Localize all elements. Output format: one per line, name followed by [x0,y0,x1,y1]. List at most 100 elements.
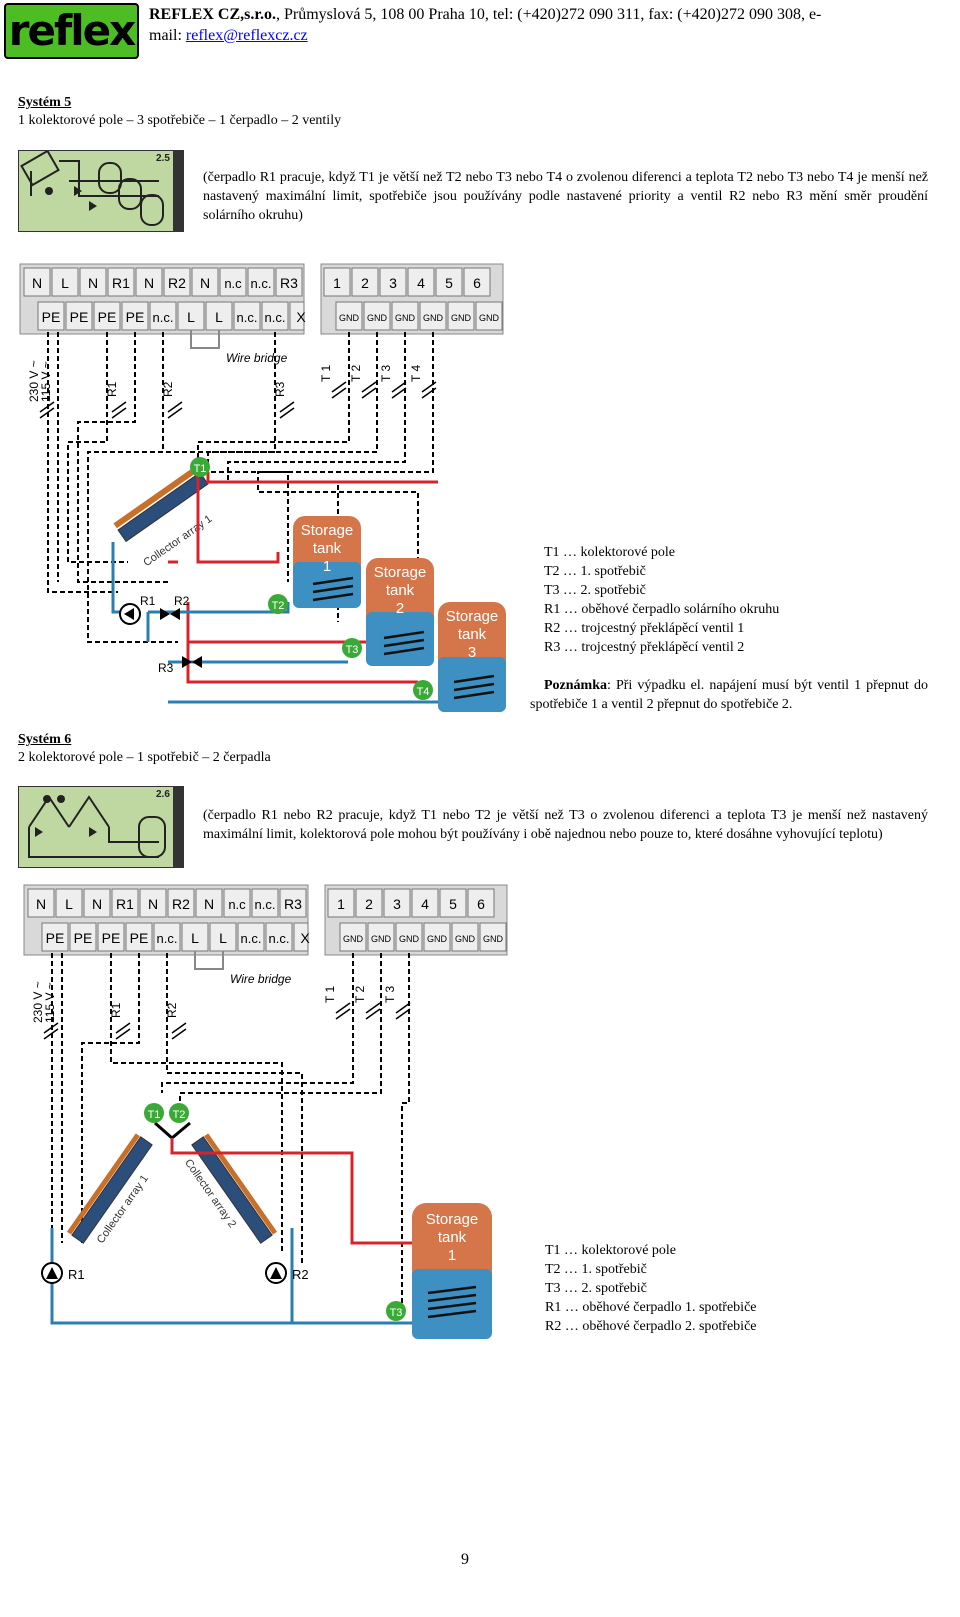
terminal-label: PE [42,309,61,325]
system6-sensor-label: T 1 [323,986,337,1003]
system6-lcd-schematic: 2.6 [28,787,183,867]
legend-item: T3 … 2. spotřebič [544,583,646,598]
system5-subtitle: 1 kolektorové pole – 3 spotřebiče – 1 če… [18,113,342,128]
terminal-label: L [65,896,73,912]
system5-wiring-diagram: N L N R1 N R2 N n.c n.c. R3 PE PE PE PE … [19,263,506,712]
terminal-label: X [296,309,306,325]
system6-relay-label: R1 [109,1002,123,1018]
terminal-label: L [61,275,69,291]
system5-valve-r2-icon [160,608,180,620]
terminal-label: n.c. [157,931,178,946]
system6-pump-r1-label: R1 [68,1267,85,1282]
system6-relay-label: R2 [165,1002,179,1018]
tank-text: Storage [374,564,427,581]
terminal-label: GND [395,313,416,323]
system5-sensor-label: T 1 [319,365,333,382]
terminal-label: 6 [477,896,485,912]
system5-sensor-label: T 2 [349,365,363,382]
terminal-label: 1 [333,275,341,291]
terminal-label: L [187,309,195,325]
terminal-label: 3 [393,896,401,912]
terminal-label: N [36,896,46,912]
terminal-label: n.c. [255,897,276,912]
system5-sensor-label: T 3 [379,365,393,382]
page-number: 9 [461,1551,469,1568]
system5-sensor-t2: T2 [272,600,285,612]
legend-item: T2 … 1. spotřebič [544,564,646,579]
system6-sensor-t1: T1 [148,1109,161,1121]
system5-note: Poznámka: Při výpadku el. napájení musí … [530,676,928,714]
terminal-label: GND [343,934,364,944]
terminal-label: n.c. [269,931,290,946]
terminal-label: PE [70,309,89,325]
terminal-label: R3 [280,275,298,291]
terminal-label: PE [98,309,117,325]
terminal-label: GND [367,313,388,323]
terminal-label: L [215,309,223,325]
tank-text: tank [313,540,342,557]
terminal-label: R1 [112,275,130,291]
terminal-label: N [88,275,98,291]
terminal-label: PE [126,309,145,325]
system5-voltage-230: 230 V ~ [27,360,41,402]
terminal-label: GND [423,313,444,323]
system6-sensor-terminals: 1 2 3 4 5 6 [327,888,495,918]
terminal-label: N [32,275,42,291]
logo-text: reflex [8,6,136,55]
system5-gnd-terminals: GND GND GND GND GND GND [335,301,503,331]
note-label: Poznámka [544,678,607,693]
terminal-label: PE [102,930,121,946]
system5-pump-label: R1 [140,594,156,608]
terminal-label: n.c. [241,931,262,946]
system6-storage-tank-1: Storage tank 1 [412,1203,492,1339]
legend-item: R3 … trojcestný překlápěcí ventil 2 [544,640,745,655]
system5-wire-bridge-label: Wire bridge [226,351,288,365]
terminal-label: 3 [389,275,397,291]
legend-item: T1 … kolektorové pole [545,1243,677,1258]
tank-text: 1 [323,558,331,575]
terminal-label: PE [74,930,93,946]
terminal-label: PE [130,930,149,946]
tank-text: 3 [468,644,476,661]
mail-prefix: mail: [149,27,186,44]
system5-top-terminals: N L N R1 N R2 N n.c n.c. R3 [23,267,303,297]
system6-wiring-diagram: N L N R1 N R2 N n.c n.c. R3 PE PE PE PE … [23,884,508,1339]
terminal-label: R2 [172,896,190,912]
system6-lcd-thumbnail: 2.6 [18,786,184,868]
terminal-label: 5 [445,275,453,291]
terminal-label: 4 [417,275,425,291]
terminal-label: n.c. [251,276,272,291]
terminal-label: 4 [421,896,429,912]
system5-sensor-t4: T4 [417,686,430,698]
system5-description: (čerpadlo R1 pracuje, když T1 je větší n… [203,170,928,223]
system6-description: (čerpadlo R1 nebo R2 pracuje, když T1 ne… [203,808,928,842]
terminal-label: 6 [473,275,481,291]
system6-wire-bridge-label: Wire bridge [230,972,292,986]
terminal-label: R3 [284,896,302,912]
terminal-label: N [148,896,158,912]
system5-legend: T1 … kolektorové pole T2 … 1. spotřebič … [544,543,779,657]
terminal-label: GND [451,313,472,323]
terminal-label: n.c. [265,310,286,325]
system6-collector-array-2: Collector array 2 [182,1133,278,1244]
system6-gnd-terminals: GND GND GND GND GND GND [339,922,507,952]
terminal-label: R2 [168,275,186,291]
legend-item: T3 … 2. spotřebič [545,1281,647,1296]
tank-text: tank [458,626,487,643]
terminal-label: GND [399,934,420,944]
system5-bottom-terminals: PE PE PE PE n.c. L L n.c. n.c. X [37,301,306,331]
terminal-label: N [92,896,102,912]
tank-text: tank [386,582,415,599]
system6-subtitle: 2 kolektorové pole – 1 spotřebič – 2 čer… [18,750,271,765]
legend-item: T1 … kolektorové pole [544,545,676,560]
terminal-label: n.c. [237,310,258,325]
system6-collector-array-1: Collector array 1 [66,1133,153,1246]
terminal-label: N [204,896,214,912]
tank-text: 1 [448,1247,456,1264]
terminal-label: n.c [224,276,242,291]
company-header: REFLEX CZ,s.r.o., Průmyslová 5, 108 00 P… [149,4,929,46]
tank-text: Storage [301,522,354,539]
email-link[interactable]: reflex@reflexcz.cz [185,27,308,44]
legend-item: T2 … 1. spotřebič [545,1262,647,1277]
system5-title: Systém 5 [18,95,72,110]
